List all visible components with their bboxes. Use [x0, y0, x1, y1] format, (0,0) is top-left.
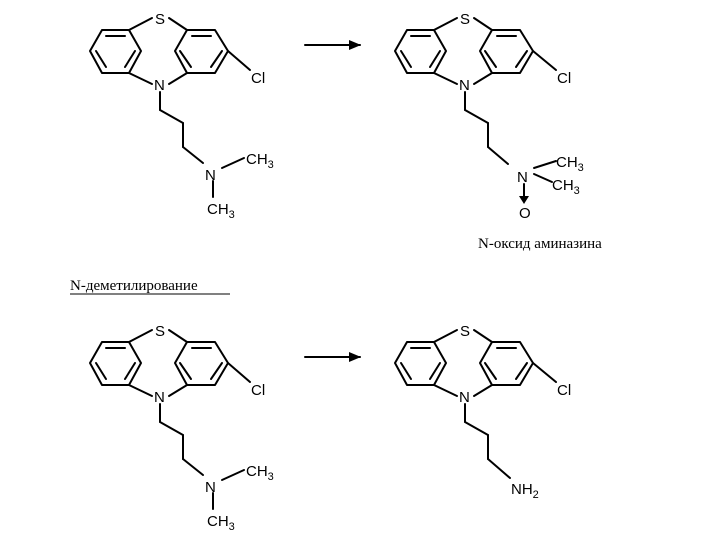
methyl-group: CH3 [246, 463, 274, 483]
chlorine-atom: Cl [251, 382, 265, 399]
chlorine-atom: Cl [557, 382, 571, 399]
sulfur-atom: S [460, 323, 470, 340]
methyl-group: CH3 [556, 154, 584, 174]
nitrogen-atom: N [459, 77, 470, 94]
amine-nitrogen-atom: N [205, 479, 216, 496]
sulfur-atom: S [460, 11, 470, 28]
n-demethylation-caption: N-деметилирование [70, 278, 198, 294]
methyl-group: CH3 [207, 513, 235, 533]
chlorpromazine-molecule-1: S N Cl N CH3 CH3 [89, 11, 274, 221]
nitrogen-atom: N [459, 389, 470, 406]
nitrogen-atom: N [154, 77, 165, 94]
n-desmethyl-chlorpromazine-molecule: S N Cl NH2 [394, 323, 571, 501]
amine-group: NH2 [511, 481, 539, 501]
sulfur-atom: S [155, 323, 165, 340]
sulfur-atom: S [155, 11, 165, 28]
amine-nitrogen-atom: N [205, 167, 216, 184]
n-oxide-caption: N-оксид аминазина [478, 236, 602, 252]
chlorpromazine-n-oxide-molecule: S N Cl N CH3 CH3 O [394, 11, 584, 222]
oxygen-atom: O [519, 205, 531, 222]
methyl-group: CH3 [246, 151, 274, 171]
methyl-group: CH3 [552, 177, 580, 197]
amine-nitrogen-atom: N [517, 169, 528, 186]
methyl-group: CH3 [207, 201, 235, 221]
nitrogen-atom: N [154, 389, 165, 406]
chlorine-atom: Cl [251, 70, 265, 87]
chlorine-atom: Cl [557, 70, 571, 87]
chlorpromazine-molecule-2: S N Cl N CH3 CH3 [89, 323, 274, 533]
